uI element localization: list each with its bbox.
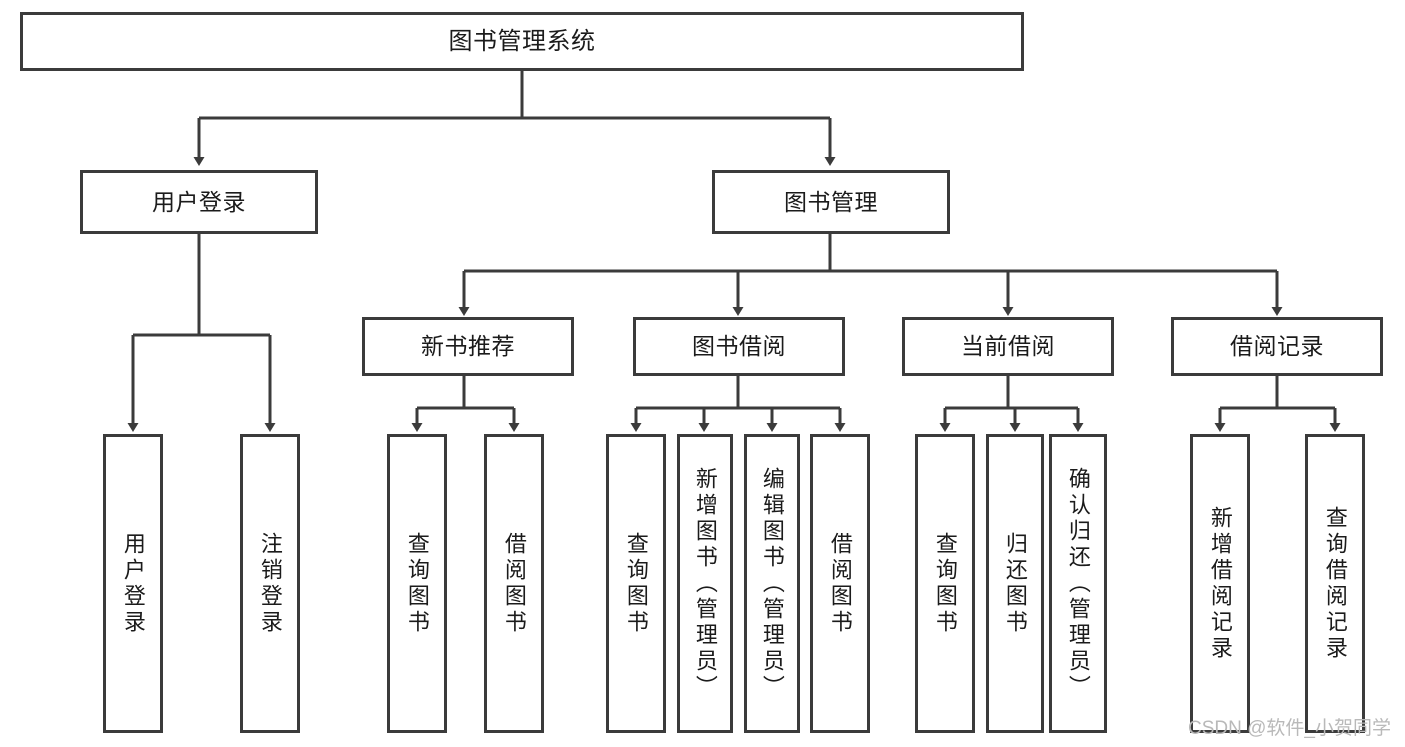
leaf-user-login-logout[interactable]: 注销登录 xyxy=(240,434,300,733)
leaf-borrow-edit-book[interactable]: 编辑图书（管理员） xyxy=(744,434,800,733)
node-label: 查询图书 xyxy=(623,531,649,636)
leaf-current-query-book[interactable]: 查询图书 xyxy=(915,434,975,733)
node-book-management[interactable]: 图书管理 xyxy=(712,170,950,234)
leaf-record-query[interactable]: 查询借阅记录 xyxy=(1305,434,1365,733)
node-label: 图书管理系统 xyxy=(448,27,596,55)
node-label: 新增图书（管理员） xyxy=(692,466,718,701)
node-label: 确认归还（管理员） xyxy=(1065,466,1091,701)
node-label: 新增借阅记录 xyxy=(1207,505,1233,662)
leaf-current-confirm-return[interactable]: 确认归还（管理员） xyxy=(1049,434,1107,733)
node-label: 查询图书 xyxy=(932,531,958,636)
node-label: 归还图书 xyxy=(1002,531,1028,636)
leaf-record-add[interactable]: 新增借阅记录 xyxy=(1190,434,1250,733)
leaf-borrow-add-book[interactable]: 新增图书（管理员） xyxy=(677,434,733,733)
node-label: 图书管理 xyxy=(784,188,878,215)
node-label: 借阅图书 xyxy=(501,531,527,636)
node-current-borrow[interactable]: 当前借阅 xyxy=(902,317,1114,376)
node-label: 查询借阅记录 xyxy=(1322,505,1348,662)
node-label: 图书借阅 xyxy=(692,333,786,360)
node-root-system[interactable]: 图书管理系统 xyxy=(20,12,1024,71)
node-label: 当前借阅 xyxy=(961,333,1055,360)
csdn-watermark: CSDN @软件_小贺同学 xyxy=(1188,718,1391,739)
node-label: 新书推荐 xyxy=(421,333,515,360)
node-label: 用户登录 xyxy=(152,188,246,215)
node-new-book-recommend[interactable]: 新书推荐 xyxy=(362,317,574,376)
node-label: 查询图书 xyxy=(404,531,430,636)
leaf-user-login-login[interactable]: 用户登录 xyxy=(103,434,163,733)
node-label: 编辑图书（管理员） xyxy=(759,466,785,701)
leaf-current-return-book[interactable]: 归还图书 xyxy=(986,434,1044,733)
node-book-borrow[interactable]: 图书借阅 xyxy=(633,317,845,376)
node-label: 借阅图书 xyxy=(827,531,853,636)
leaf-borrow-query-book[interactable]: 查询图书 xyxy=(606,434,666,733)
leaf-new-book-query[interactable]: 查询图书 xyxy=(387,434,447,733)
node-label: 注销登录 xyxy=(257,531,283,636)
node-label: 借阅记录 xyxy=(1230,333,1324,360)
leaf-borrow-borrow-book[interactable]: 借阅图书 xyxy=(810,434,870,733)
leaf-new-book-borrow[interactable]: 借阅图书 xyxy=(484,434,544,733)
node-user-login[interactable]: 用户登录 xyxy=(80,170,318,234)
node-borrow-record[interactable]: 借阅记录 xyxy=(1171,317,1383,376)
node-label: 用户登录 xyxy=(120,531,146,636)
